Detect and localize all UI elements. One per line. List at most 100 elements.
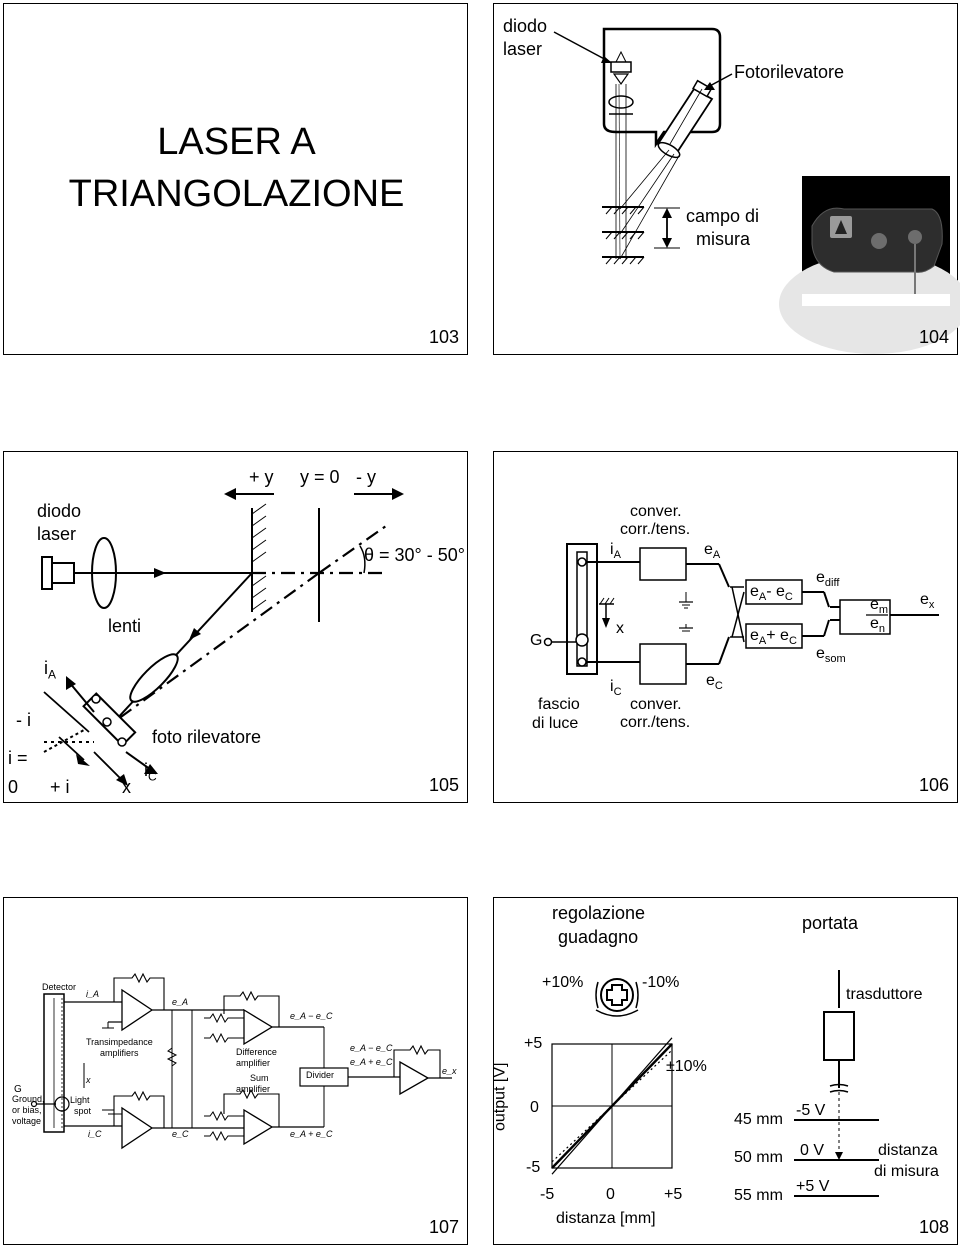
label-x: x — [616, 620, 624, 637]
label-light-spot-1: Light — [70, 1095, 90, 1105]
label-55mm: 55 mm — [734, 1187, 783, 1204]
label-em: em — [870, 596, 889, 617]
page-number: 107 — [428, 1217, 459, 1238]
label-transducer: trasduttore — [846, 986, 923, 1003]
label-converter-bottom-2: corr./tens. — [620, 714, 691, 731]
label-gain-2: guadagno — [558, 927, 639, 947]
transducer-block — [823, 1011, 855, 1061]
label-converter-bottom-1: conver. — [630, 696, 682, 713]
label-ec: e_C — [172, 1129, 189, 1139]
label-plus-i: + i — [50, 777, 70, 797]
sum-block — [745, 623, 803, 649]
chart-x-tick-p5: +5 — [664, 1186, 683, 1203]
label-y-zero: y = 0 — [300, 467, 340, 487]
label-detector: Detector — [42, 982, 77, 992]
label-laser-diode-1: diodo — [503, 16, 548, 36]
label-minus5v: -5 V — [796, 1102, 826, 1119]
label-zero: 0 — [8, 777, 19, 797]
label-photodetector: Fotorilevatore — [734, 62, 845, 82]
label-plus-y: + y — [249, 467, 274, 487]
slide-107: Detector i_A e_A Transimpedance amplifie… — [3, 897, 468, 1245]
triangulation-principle-diagram — [41, 488, 404, 786]
chart-y-tick-0: 0 — [530, 1099, 539, 1116]
sensor-housing — [602, 27, 722, 149]
label-x: x — [122, 777, 131, 797]
triangulation-sensor-diagram — [553, 27, 960, 354]
label-minus-i: - i — [16, 710, 31, 730]
slide-106: conver. corr./tens. iA eA G x fascio di … — [493, 451, 958, 803]
slide-title-line1: LASER A — [157, 121, 316, 163]
page-number: 104 — [918, 327, 949, 348]
label-transimpedance-2: amplifiers — [100, 1048, 139, 1058]
slide-104: diodo laser Fotorilevatore campo di misu… — [493, 3, 960, 355]
converter-top — [639, 547, 687, 581]
label-distance-1: distanza — [878, 1142, 938, 1159]
label-converter-top-2: corr./tens. — [620, 521, 691, 538]
slide-title-line2: TRIANGOLAZIONE — [68, 173, 405, 215]
label-minus-y: - y — [356, 467, 376, 487]
receiver-lens-icon — [129, 653, 179, 703]
label-laser-diode-1: diodo — [37, 501, 82, 521]
label-minus10: -10% — [642, 974, 680, 991]
label-ic: iC — [610, 678, 622, 699]
page-number: 106 — [918, 775, 949, 796]
label-en: en — [870, 615, 886, 636]
label-difference-1: Difference — [236, 1047, 277, 1057]
label-G: G — [14, 1084, 22, 1095]
chart-x-axis-label: distanza [mm] — [556, 1210, 656, 1227]
amplifier-top — [121, 988, 154, 1032]
label-gain-1: regolazione — [552, 903, 646, 923]
difference-block — [745, 579, 803, 605]
label-lenses: lenti — [108, 616, 142, 636]
difference-amplifier — [243, 1008, 274, 1046]
label-ec: eC — [706, 672, 723, 693]
label-ea-minus-ec: e_A − e_C — [350, 1043, 393, 1053]
label-ground-1: Ground, — [12, 1094, 45, 1104]
label-G: G — [530, 632, 543, 649]
sum-amplifier — [243, 1108, 274, 1146]
chart-x-tick-m5: -5 — [540, 1186, 555, 1203]
chart-series-line-3 — [551, 1049, 673, 1163]
label-ex: ex — [920, 591, 935, 612]
slide-105: diodo laser lenti + y y = 0 - y θ = 30° … — [3, 451, 468, 803]
label-sum-1: Sum — [250, 1073, 269, 1083]
label-laser-diode-2: laser — [37, 524, 77, 544]
label-ea-plus-ec-out: e_A + e_C — [290, 1129, 333, 1139]
label-sum-2: amplifier — [236, 1084, 271, 1094]
label-sum: eA+ eC — [750, 627, 797, 648]
label-range-1: campo di — [686, 206, 760, 226]
page-number: 108 — [918, 1217, 949, 1238]
label-plus5v: +5 V — [796, 1178, 830, 1195]
label-45mm: 45 mm — [734, 1111, 783, 1128]
chart-y-tick-m5: -5 — [526, 1159, 541, 1176]
label-ia: iA — [44, 658, 57, 682]
label-esom: esom — [816, 645, 846, 666]
label-light-spot-2: spot — [74, 1106, 92, 1116]
slide-103: LASER A TRIANGOLAZIONE 103 — [3, 3, 468, 355]
slide-108: regolazione guadagno portata +10% -10% t… — [491, 897, 958, 1245]
label-divider: Divider — [306, 1070, 335, 1080]
label-ia: i_A — [86, 989, 100, 999]
divider-block — [839, 599, 891, 635]
label-ex: e_x — [442, 1066, 457, 1076]
label-ground-2: or bias, — [12, 1105, 42, 1115]
label-ea: eA — [704, 541, 721, 562]
chart-y-tick-p5: +5 — [524, 1035, 543, 1052]
chart-x-tick-0: 0 — [606, 1186, 615, 1203]
converter-bottom — [639, 643, 687, 685]
label-difference-2: amplifier — [236, 1058, 271, 1068]
signal-processing-diagram — [543, 543, 939, 685]
laser-diode-icon — [41, 556, 53, 590]
label-plus10: +10% — [542, 974, 584, 991]
label-angle: θ = 30° - 50° — [364, 545, 465, 565]
label-range-2: misura — [696, 229, 751, 249]
emitter-lens-icon — [608, 95, 634, 109]
label-ediff: ediff — [816, 569, 840, 590]
label-converter-top-1: conver. — [630, 503, 682, 520]
amplifier-bottom — [121, 1106, 154, 1150]
chart-plot-area — [551, 1037, 673, 1175]
label-ea: e_A — [172, 997, 189, 1007]
label-i-eq: i = — [8, 748, 28, 768]
label-laser-diode-2: laser — [503, 39, 543, 59]
label-x: x — [86, 1075, 91, 1085]
